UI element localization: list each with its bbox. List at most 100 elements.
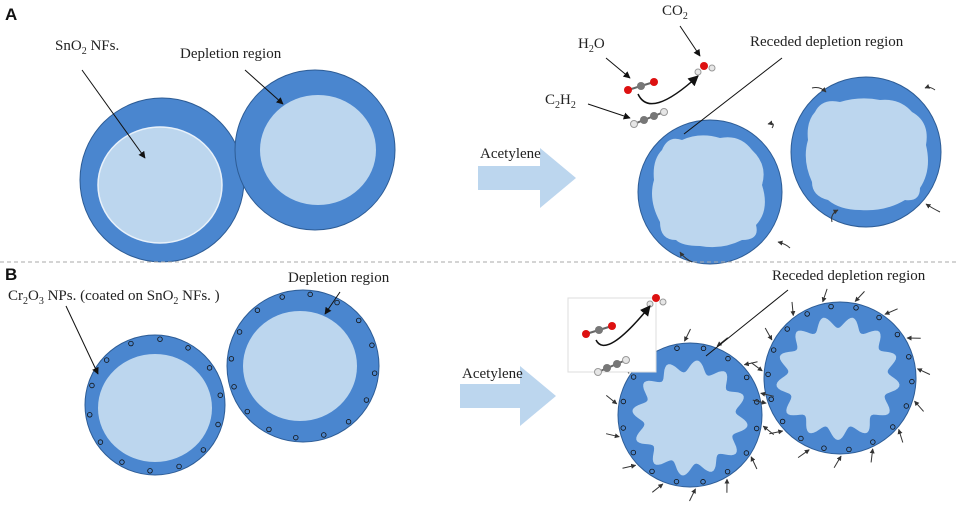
nanoparticle-dot (157, 336, 163, 342)
adsorption-arrow (750, 456, 758, 470)
acetylene-arrow-b (460, 366, 556, 426)
receded-label-a: Receded depletion region (750, 34, 904, 50)
nanoparticle-dot (266, 426, 272, 433)
adsorption-arrow (790, 301, 796, 317)
adsorption-arrow (605, 433, 620, 439)
receded-core (652, 135, 765, 248)
nanoparticle-dot (894, 331, 901, 338)
adsorption-arrow (760, 391, 775, 397)
nanoparticle-dot (649, 468, 655, 475)
molecule-h2o (694, 62, 716, 76)
nanoparticle-dot (784, 326, 790, 332)
adsorption-arrow (743, 361, 758, 367)
nanoparticle-dot (334, 299, 340, 306)
acetylene-label-a: Acetylene (480, 146, 541, 162)
cr2o3-pointer (65, 305, 99, 375)
nanoparticle-dot (620, 425, 626, 431)
adsorption-arrow (914, 400, 924, 412)
acetylene-arrow-a (478, 148, 576, 208)
co2-label: CO2 (662, 3, 688, 22)
nanoparticle-dot (128, 340, 134, 347)
adsorption-arrow (689, 488, 696, 502)
panel-b-letter: B (5, 265, 17, 284)
nanoparticle-dot (254, 307, 261, 313)
depletion-pointer-a (244, 69, 284, 105)
adsorption-arrow (684, 328, 691, 342)
nanoparticle-dot (828, 303, 834, 310)
adsorption-arrow (651, 483, 664, 493)
cr2o3-nanoparticles (87, 291, 378, 474)
adsorption-arrow (897, 428, 904, 443)
panel-b-initial-particles (84, 289, 380, 476)
nanoparticle-dot (630, 449, 637, 456)
nanoparticle-dot (236, 329, 243, 335)
nanoparticle-dot (369, 342, 375, 348)
h2o-label: H2O (578, 36, 605, 55)
adsorption-arrow (884, 308, 898, 315)
nanoparticle-dot (770, 347, 777, 353)
adsorption-arrow (622, 463, 637, 469)
panel-a-reacted-particles (637, 76, 942, 265)
nanoparticle-dot (700, 479, 706, 485)
nanoparticle-dot (89, 382, 95, 389)
adsorption-arrow (764, 327, 773, 341)
nanoparticle-dot (903, 403, 910, 409)
nanoparticle-dot (321, 432, 327, 438)
nanoparticle-dot (279, 294, 285, 300)
nanoparticle-dot (724, 468, 731, 475)
adsorption-arrow (854, 291, 865, 302)
nanoparticle-dot (363, 397, 370, 403)
co2-pointer (679, 25, 701, 57)
nanoparticle-dot (765, 371, 771, 378)
nanoparticle-dot (103, 357, 110, 363)
nanoparticle-dot (620, 398, 627, 405)
receded-core (632, 360, 748, 476)
nanoparticle-dot (356, 317, 362, 324)
nanoparticle-dot (743, 374, 750, 381)
adsorption-arrows-a (679, 84, 941, 263)
molecule-c2h2 (630, 108, 668, 128)
nf-core (97, 126, 223, 244)
molecule-box-b (567, 294, 667, 376)
adsorption-arrow (716, 337, 729, 347)
adsorption-arrow (605, 395, 618, 405)
nf-core (98, 354, 212, 462)
adsorption-arrow (752, 399, 767, 405)
receded-label-b: Receded depletion region (772, 268, 926, 284)
nanoparticle-dot (821, 445, 827, 451)
adsorption-arrow (869, 448, 875, 463)
nanoparticle-dot (846, 446, 852, 453)
nanoparticle-dot (244, 408, 250, 415)
nanoparticle-dot (215, 421, 221, 428)
nanoparticle-dot (176, 463, 182, 470)
nanoparticle-dot (853, 305, 859, 311)
acetylene-label-b: Acetylene (462, 366, 523, 382)
nanoparticle-dot (700, 345, 707, 352)
c2h2-label: C2H2 (545, 92, 576, 111)
nf-core (260, 95, 376, 205)
nanoparticle-dot (200, 447, 207, 453)
adsorption-arrow (821, 288, 828, 303)
adsorption-arrow (833, 455, 842, 469)
sno2-pointer (81, 69, 146, 159)
nanoparticle-dot (890, 424, 896, 430)
nanoparticle-dot (870, 439, 876, 445)
nanoparticle-dot (371, 370, 378, 376)
nanoparticle-dot (231, 384, 237, 390)
nanoparticle-dot (293, 434, 299, 441)
receded-pointer-b (705, 289, 789, 357)
nanoparticle-dot (185, 345, 191, 351)
reaction-curve-a (637, 75, 699, 105)
panel-b-reacted-particles (617, 301, 917, 488)
nanoparticle-dot (147, 468, 153, 474)
nanoparticle-dot (743, 450, 750, 456)
adsorption-arrow (797, 449, 810, 459)
nanoparticle-dot (307, 291, 313, 298)
nanoparticle-dot (228, 356, 235, 362)
nanoparticle-dot (906, 354, 912, 360)
depletion-pointer-b (324, 291, 341, 315)
nanoparticle-dot (909, 378, 915, 385)
adsorption-arrow (751, 362, 763, 372)
h2o-pointer (605, 57, 631, 79)
